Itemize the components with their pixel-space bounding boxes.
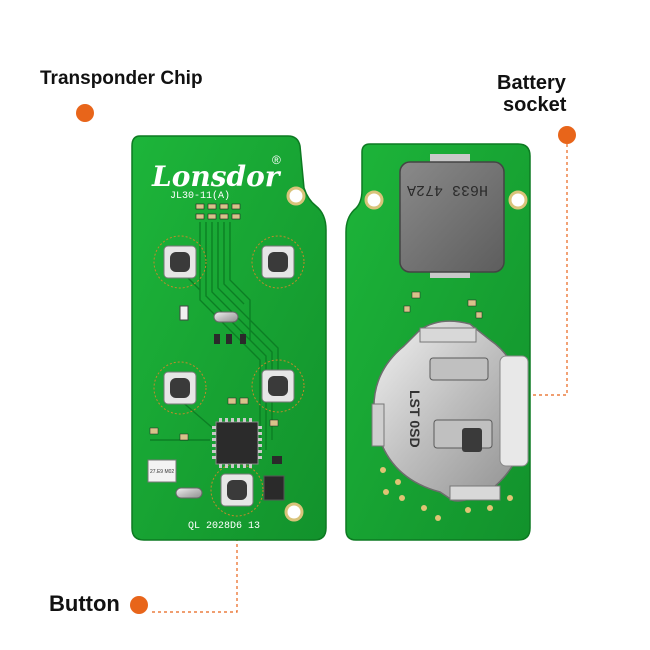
transponder-chip-label: Transponder Chip: [40, 68, 203, 89]
mounting-hole: [286, 186, 306, 206]
battery-socket-marker: [558, 126, 576, 144]
mounting-hole: [364, 190, 384, 210]
button-marker: [130, 596, 148, 614]
battery-leader-line: [520, 144, 568, 396]
battery-label-line1: Battery: [497, 72, 566, 94]
smd-chip: [263, 475, 285, 501]
transponder-chip-marker: [76, 104, 94, 122]
registered-mark: ®: [272, 153, 281, 167]
battery-socket-label: Battery socket: [497, 72, 566, 116]
tactile-button[interactable]: [153, 235, 207, 289]
crystal-marking: 27.E9 M02: [150, 469, 174, 475]
battery-socket: LST 0SD: [371, 320, 529, 502]
crystal-oscillator: [147, 459, 177, 483]
mounting-hole: [284, 502, 304, 522]
model-code: JL30-11(A): [170, 190, 230, 202]
battery-label-line2: socket: [503, 94, 567, 116]
inductor-marking: H633 472A: [407, 181, 488, 198]
inductor: H633 472A: [399, 154, 505, 278]
pcb-front: Lonsdor ® JL30-11(A): [131, 135, 327, 541]
tactile-button[interactable]: [251, 235, 305, 289]
smd-chip-small: [272, 456, 282, 464]
transponder-chip: [212, 418, 262, 468]
solder-pads: [380, 467, 513, 521]
button-leader-line: [150, 520, 238, 613]
tactile-button[interactable]: [153, 361, 207, 415]
smd-components-back: [403, 291, 483, 319]
small-crystal: [175, 487, 203, 499]
button-label: Button: [49, 591, 120, 616]
mounting-hole: [508, 190, 528, 210]
crystal-small: [213, 311, 239, 323]
led: [179, 305, 189, 321]
smd-components-top: [195, 203, 241, 220]
pcb-back: H633 472A LST 0SD: [345, 143, 531, 541]
tactile-button[interactable]: [251, 359, 305, 413]
brand-logo: Lonsdor: [151, 160, 282, 193]
battery-marking: LST 0SD: [407, 390, 423, 448]
serial-number: QL 2028D6 13: [188, 521, 260, 532]
smd-components-mid: [149, 334, 279, 441]
